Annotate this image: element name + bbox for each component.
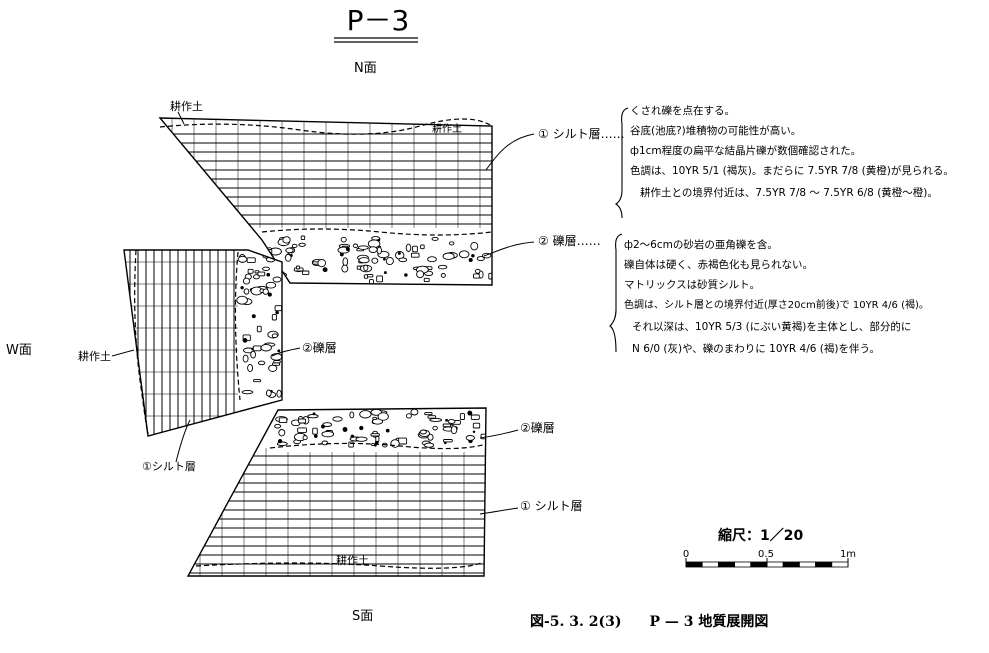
- gravel-note-line: ф2～6cmの砂岩の亜角礫を含。: [624, 238, 778, 251]
- silt-note-line: くされ礫を点在する。: [630, 104, 735, 117]
- silt-note-line: ф1cm程度の扁平な結晶片礫が数個確認された。: [630, 144, 861, 157]
- south-topsoil-label: 耕作土: [336, 553, 369, 567]
- gravel-note-line: それ以深は、10YR 5/3 (にぶい黄褐)を主体とし、部分的に: [632, 320, 911, 333]
- silt-note-line: 耕作土との境界付近は、7.5YR 7/8 ～ 7.5YR 6/8 (黄橙～橙)。: [640, 186, 938, 199]
- north-face-label: N面: [354, 61, 377, 76]
- scale-label: 縮尺：1／20: [718, 527, 803, 544]
- figure-caption: 図-5. 3. 2(3) P — 3 地質展開図: [530, 613, 768, 630]
- north-topsoil-label: 耕作土: [170, 99, 203, 113]
- west-gravel-label: ②礫層: [302, 340, 337, 355]
- silt-note-line: 色調は、10YR 5/1 (褐灰)。まだらに 7.5YR 7/8 (黄橙)が見ら…: [630, 164, 954, 177]
- south-silt-label: ① シルト層: [520, 499, 583, 513]
- gravel-note-line: マトリックスは砂質シルト。: [624, 278, 760, 291]
- gravel-note-line: N 6/0 (灰)や、礫のまわりに 10YR 4/6 (褐)を伴う。: [632, 342, 880, 355]
- silt-note-line: 谷底(池底?)堆積物の可能性が高い。: [630, 124, 801, 137]
- west-topsoil-label: 耕作土: [78, 349, 111, 363]
- north-gravel-label: ② 礫層……: [538, 233, 601, 248]
- silt-notes: くされ礫を点在する。 谷底(池底?)堆積物の可能性が高い。 ф1cm程度の扁平な…: [630, 104, 954, 199]
- north-topsoil-inner-label: 耕作土: [432, 122, 462, 135]
- scale-tick-label: 1m: [840, 549, 856, 560]
- scale-tick-label: 0.5: [758, 549, 774, 560]
- scale-tick-label: 0: [683, 549, 689, 560]
- west-face-panel: [123, 249, 283, 437]
- gravel-notes: ф2～6cmの砂岩の亜角礫を含。 礫自体は硬く、赤褐色化も見られない。 マトリッ…: [624, 238, 929, 355]
- north-silt-label: ① シルト層……: [538, 127, 625, 141]
- figure-title: P－3: [347, 4, 410, 37]
- gravel-note-line: 礫自体は硬く、赤褐色化も見られない。: [624, 258, 813, 271]
- south-face-panel: [186, 407, 487, 577]
- south-face-label: S面: [352, 609, 373, 624]
- south-gravel-label: ②礫層: [520, 420, 555, 435]
- west-silt-label: ①シルト層: [142, 460, 196, 473]
- scale-bar: 縮尺：1／20 0 0.5 1m: [683, 527, 856, 568]
- gravel-note-line: 色調は、シルト層との境界付近(厚さ20cm前後)で 10YR 4/6 (褐)。: [624, 298, 929, 311]
- west-face-label: W面: [6, 343, 32, 358]
